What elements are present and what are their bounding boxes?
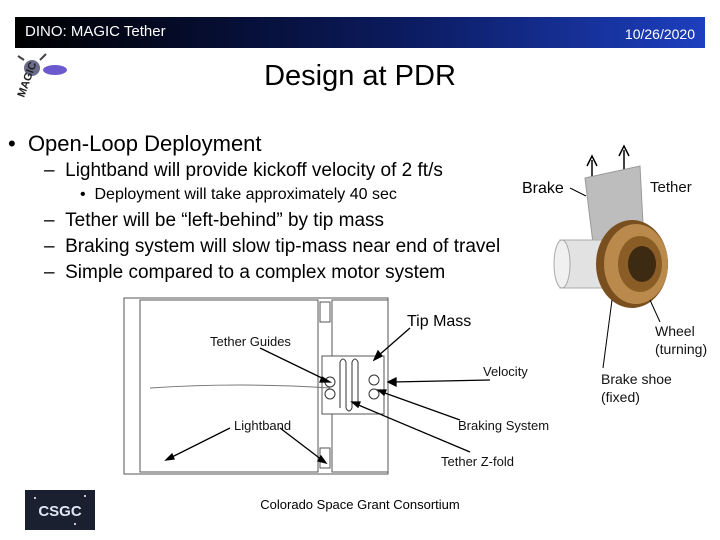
label-wheel-note: (turning)	[655, 341, 708, 358]
label-wheel: Wheel (turning)	[655, 322, 707, 358]
bullet-text: Simple compared to a complex motor syste…	[65, 262, 446, 283]
bullet-simple: – Simple compared to a complex motor sys…	[44, 262, 446, 283]
label-brake-shoe-note: (fixed)	[601, 389, 640, 406]
bullet-text: Open-Loop Deployment	[27, 131, 262, 156]
bullet-lightband: – Lightband will provide kickoff velocit…	[44, 160, 443, 181]
header-bar: DINO: MAGIC Tether 10/26/2020	[15, 17, 705, 48]
header-date: 10/26/2020	[624, 26, 695, 42]
label-braking-system: Braking System	[458, 418, 550, 433]
footer-org: Colorado Space Grant Consortium	[260, 497, 460, 512]
label-lightband: Lightband	[234, 418, 292, 433]
label-brake: Brake	[522, 180, 564, 197]
label-velocity: Velocity	[483, 364, 528, 379]
slide-title: Design at PDR	[264, 60, 456, 92]
label-tether: Tether	[650, 179, 692, 196]
bullet-tether-left-behind: – Tether will be “left-behind” by tip ma…	[44, 210, 385, 231]
bullet-text: Tether will be “left-behind” by tip mass	[65, 210, 385, 231]
bullet-text: Deployment will take approximately 40 se…	[94, 186, 397, 203]
csgc-badge-text: CSGC	[38, 503, 82, 520]
bullet-open-loop: • Open-Loop Deployment	[8, 131, 262, 156]
label-tether-zfold: Tether Z-fold	[441, 454, 514, 469]
bullet-text: Lightband will provide kickoff velocity …	[65, 160, 443, 181]
bullet-braking: – Braking system will slow tip-mass near…	[44, 236, 501, 257]
csgc-logo-icon: CSGC	[25, 490, 95, 530]
label-brake-shoe: Brake shoe (fixed)	[601, 370, 672, 406]
bullet-text: Braking system will slow tip-mass near e…	[65, 236, 501, 257]
magic-logo-icon: MAGIC	[16, 53, 67, 99]
bullet-deployment-time: • Deployment will take approximately 40 …	[80, 186, 397, 203]
label-brake-shoe-title: Brake shoe	[601, 371, 672, 387]
label-wheel-title: Wheel	[655, 323, 695, 339]
header-project: DINO: MAGIC Tether	[25, 23, 166, 40]
label-tip-mass: Tip Mass	[407, 313, 472, 330]
label-tether-guides: Tether Guides	[210, 334, 291, 349]
